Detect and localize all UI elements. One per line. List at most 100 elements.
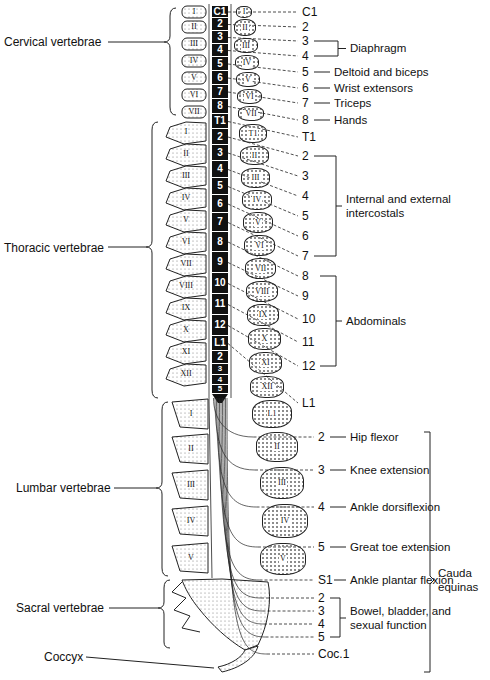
vertebra-number: II	[171, 149, 201, 159]
segment-number: 3	[318, 463, 325, 477]
function-label: Deltoid and biceps	[334, 65, 429, 79]
lumbar-process	[172, 506, 208, 536]
function-bracket	[330, 598, 346, 637]
vertebral-body: L1	[252, 400, 292, 428]
segment-number: 7	[302, 249, 309, 263]
segment-label: 7	[217, 87, 223, 97]
region-label: Cervical vertebrae	[4, 35, 101, 49]
vertebra-label: V	[279, 555, 287, 563]
region-label: Thoracic vertebrae	[4, 241, 104, 255]
vertebra-number: I	[176, 409, 206, 419]
vertebra-label: L1	[267, 410, 278, 418]
segment-number: 12	[302, 359, 315, 373]
cord-segment: 2	[212, 129, 228, 145]
vertebra-label: IV	[242, 59, 252, 67]
vertebral-body: X	[248, 328, 281, 350]
vertebra-label: VI	[244, 93, 254, 101]
vertebra-number: V	[179, 73, 209, 83]
segment-label: 3	[217, 32, 223, 42]
sacrum	[182, 579, 270, 650]
vertebra-label: VII	[244, 110, 257, 118]
vertebral-body: I	[236, 6, 252, 18]
vertebral-body: IV	[235, 55, 259, 70]
region-brace	[108, 8, 176, 115]
vertebral-body: XII	[250, 376, 284, 398]
vertebra-number: III	[176, 480, 206, 490]
vertebral-body: V	[236, 72, 260, 87]
segment-label: 11	[215, 299, 226, 309]
function-label: Hands	[334, 113, 367, 127]
lumbar-process	[172, 470, 208, 500]
vertebra-number: IV	[179, 56, 209, 66]
vertebra-number: II	[176, 444, 206, 454]
vertebra-number: XI	[171, 347, 201, 357]
cord-segment: 8	[212, 99, 228, 114]
vertebra-label: XII	[260, 383, 273, 391]
vertebra-number: I	[179, 7, 209, 17]
nerve-leader	[228, 344, 298, 404]
segment-number: 2	[318, 591, 325, 605]
segment-label: 5	[217, 59, 223, 69]
thoracic-process	[166, 276, 206, 298]
nerve-leader	[266, 637, 315, 638]
segment-label: 2	[217, 352, 223, 362]
vertebral-body: II	[256, 432, 298, 462]
cauda-fibre	[226, 398, 266, 637]
segment-number: 2	[302, 20, 309, 34]
nerve-leader	[228, 263, 298, 297]
vertebra-label: IV	[252, 196, 262, 204]
vertebra-number: IV	[176, 516, 206, 526]
vertebral-body: II	[234, 19, 256, 36]
nerve-leader	[264, 624, 314, 625]
segment-label: 9	[217, 257, 223, 267]
thoracic-process	[166, 232, 206, 254]
segment-number: 8	[302, 113, 309, 127]
segment-number: 2	[302, 149, 309, 163]
vertebral-body: VIII	[246, 281, 278, 302]
vertebral-body: IX	[247, 304, 279, 326]
function-bracket	[314, 156, 342, 256]
vertebral-body: T1	[239, 124, 267, 143]
segment-label: 2	[217, 132, 223, 142]
segment-number: Coc.1	[318, 647, 349, 661]
vertebral-body: VI	[244, 235, 275, 256]
segment-label: 4	[217, 45, 223, 55]
segment-number: 3	[318, 604, 325, 618]
vertebra-label: IX	[258, 311, 268, 319]
segment-number: 3	[302, 169, 309, 183]
vertebra-label: III	[277, 479, 287, 487]
vertebra-label: X	[261, 335, 269, 343]
cord-segment: 6	[212, 71, 228, 85]
vertebra-number: VI	[179, 90, 209, 100]
segment-number: 4	[318, 500, 325, 514]
lumbar-process	[172, 434, 208, 464]
cord-segment: 3	[212, 31, 228, 44]
segment-number: 4	[302, 189, 309, 203]
segment-number: 3	[302, 34, 309, 48]
lumbar-process	[172, 543, 208, 573]
vertebral-body: V	[243, 212, 273, 233]
segment-number: 9	[302, 289, 309, 303]
cord-segment: 9	[212, 252, 228, 273]
nerve-leader	[263, 611, 315, 612]
cauda-label: Cauda equinas	[438, 566, 490, 594]
vertebral-body: IV	[242, 190, 272, 210]
nerve-leader	[260, 580, 315, 581]
cord-segment: L1	[212, 336, 228, 351]
region-brace	[108, 122, 158, 398]
cord-segment: 10	[212, 273, 228, 294]
segment-number: 4	[302, 49, 309, 63]
segment-number: 4	[318, 617, 325, 631]
function-label: Bowel, bladder, and sexual function	[350, 604, 470, 632]
segment-label: 6	[217, 199, 223, 209]
segment-label: 5	[218, 385, 222, 393]
vertebra-number: XII	[171, 369, 201, 379]
vertebra-label: I	[242, 8, 247, 16]
segment-number: 8	[302, 269, 309, 283]
segment-number: S1	[318, 573, 333, 587]
cord-segment: 8	[212, 232, 228, 252]
function-dash	[314, 72, 330, 120]
vertebra-number: X	[171, 325, 201, 335]
vertebra-number: V	[171, 215, 201, 225]
